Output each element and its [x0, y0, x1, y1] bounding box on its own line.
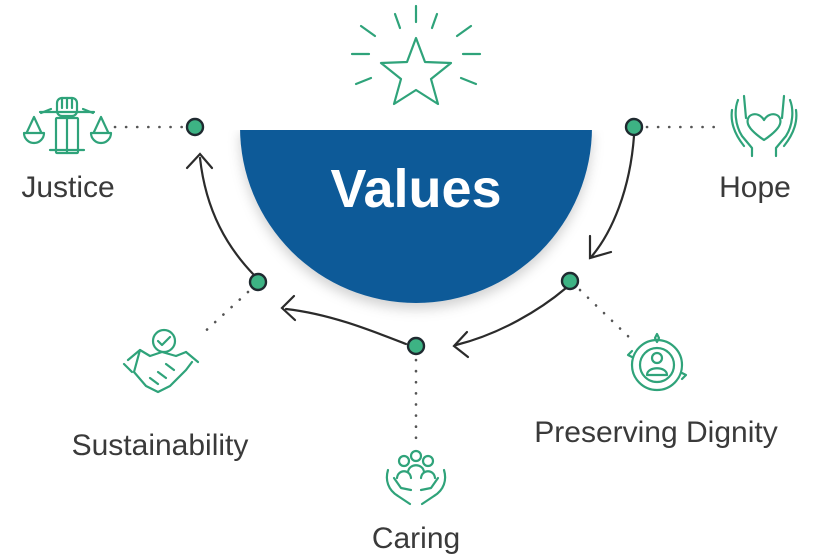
arrow-dignity-to-caring [454, 286, 568, 347]
connector-dignity [578, 288, 634, 342]
dotted-connectors [113, 125, 726, 440]
nodes [185, 117, 644, 356]
values-semicircle [230, 118, 602, 303]
node-sustainability [248, 272, 268, 292]
flow-arrows [185, 134, 636, 359]
arrow-sustainability-to-justice [198, 156, 256, 277]
node-hope [624, 117, 644, 137]
label-sustainability: Sustainability [72, 429, 249, 462]
arrow-head [185, 152, 214, 170]
hands-heart-icon [730, 94, 798, 158]
node-caring [406, 336, 426, 356]
handshake-check-icon [122, 328, 200, 394]
label-preserving-dignity: Preserving Dignity [534, 416, 777, 449]
page-title: Values [330, 159, 501, 219]
arrow-hope-to-dignity [590, 134, 636, 258]
hands-people-icon [385, 449, 447, 506]
arrow-head [280, 294, 297, 322]
arrow-caring-to-sustainability [284, 307, 408, 346]
node-dignity [560, 271, 580, 291]
label-caring: Caring [372, 522, 460, 555]
arrow-head [452, 330, 470, 359]
justice-scales-fist-icon [22, 96, 113, 155]
person-badge-icon [626, 332, 688, 392]
node-justice [185, 117, 205, 137]
arrow-head [588, 234, 613, 260]
connector-sustainability [198, 290, 250, 338]
label-hope: Hope [719, 171, 791, 204]
star-burst-icon [350, 4, 482, 106]
label-justice: Justice [21, 171, 114, 204]
